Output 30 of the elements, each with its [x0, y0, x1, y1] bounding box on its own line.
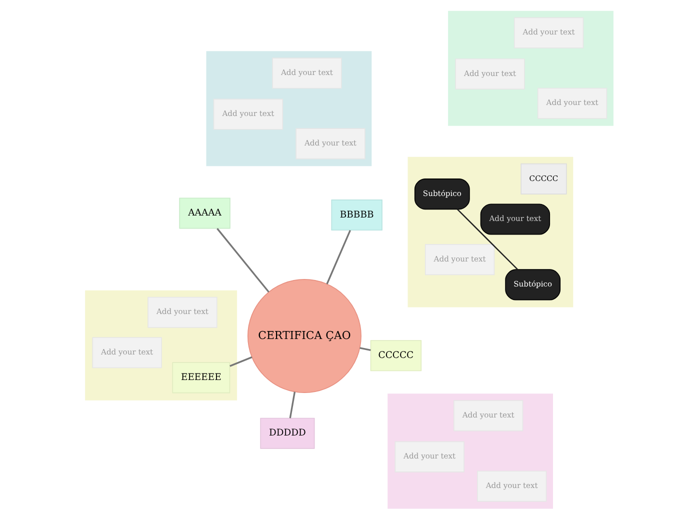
node-box: Add your text	[272, 58, 342, 89]
cluster	[407, 156, 573, 308]
node-box: Add your text	[295, 128, 365, 160]
node-box: Add your text	[147, 296, 217, 328]
connector	[326, 230, 350, 284]
node-box: Add your text	[454, 58, 524, 90]
node-box: Subtópico	[504, 269, 560, 300]
connector	[288, 392, 296, 418]
cluster	[448, 10, 613, 126]
node-circle: CERTIFICA ÇAO	[246, 279, 361, 393]
connector	[216, 228, 269, 293]
connector	[359, 347, 370, 352]
node-box: AAAAA	[178, 198, 230, 229]
node-box: Add your text	[513, 17, 584, 48]
cluster	[84, 290, 237, 400]
connector	[456, 208, 518, 270]
cluster	[387, 394, 552, 509]
cluster	[206, 51, 372, 166]
node-box: Add your text	[480, 204, 550, 235]
node-box: Add your text	[536, 88, 607, 119]
node-box: BBBBB	[330, 199, 382, 231]
node-box: Add your text	[212, 98, 283, 130]
node-box: EEEEEE	[172, 362, 230, 394]
connector	[229, 356, 252, 367]
node-box: Add your text	[92, 337, 162, 368]
node-box: Add your text	[424, 244, 494, 276]
node-box: DDDDD	[260, 418, 314, 449]
node-box: CCCCC	[370, 340, 422, 372]
node-box: CCCCC	[520, 163, 566, 194]
node-box: Subtópico	[414, 178, 470, 210]
